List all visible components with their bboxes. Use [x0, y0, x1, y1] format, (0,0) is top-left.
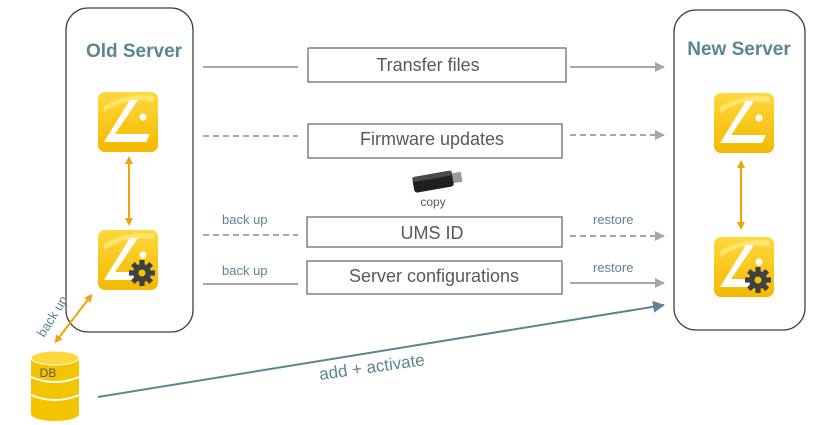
- add-activate-label: add + activate: [318, 350, 426, 384]
- firmware-updates-label: Firmware updates: [360, 129, 504, 149]
- ums-restore-label: restore: [593, 212, 633, 227]
- old-app-icon: [98, 92, 158, 152]
- add-activate-arrow: [97, 300, 665, 398]
- db-back-up-label: back up: [34, 293, 71, 340]
- usb-copy-label: copy: [420, 195, 445, 209]
- server-configurations-label: Server configurations: [349, 266, 519, 286]
- config-restore-label: restore: [593, 260, 633, 275]
- usb-stick-icon: [412, 170, 463, 193]
- transfer-files-box: [307, 47, 567, 83]
- new-config-icon: [714, 237, 774, 297]
- config-back-up-label: back up: [222, 263, 268, 278]
- new-server-title: New Server: [687, 39, 791, 60]
- ums-id-box: [306, 216, 563, 248]
- database-icon: [30, 350, 80, 421]
- firmware-updates-box: [307, 123, 563, 159]
- old-server-title: Old Server: [86, 41, 183, 62]
- transfer-files-label: Transfer files: [376, 55, 479, 75]
- gear-icon: [129, 260, 155, 286]
- db-label: DB: [40, 366, 57, 380]
- ums-id-label: UMS ID: [401, 223, 464, 243]
- ums-back-up-label: back up: [222, 212, 268, 227]
- server-configurations-box: [306, 260, 563, 295]
- old-config-icon: [98, 230, 158, 290]
- db-backup-arrow: [54, 293, 93, 344]
- gear-icon: [745, 267, 771, 293]
- new-app-icon: [714, 93, 774, 153]
